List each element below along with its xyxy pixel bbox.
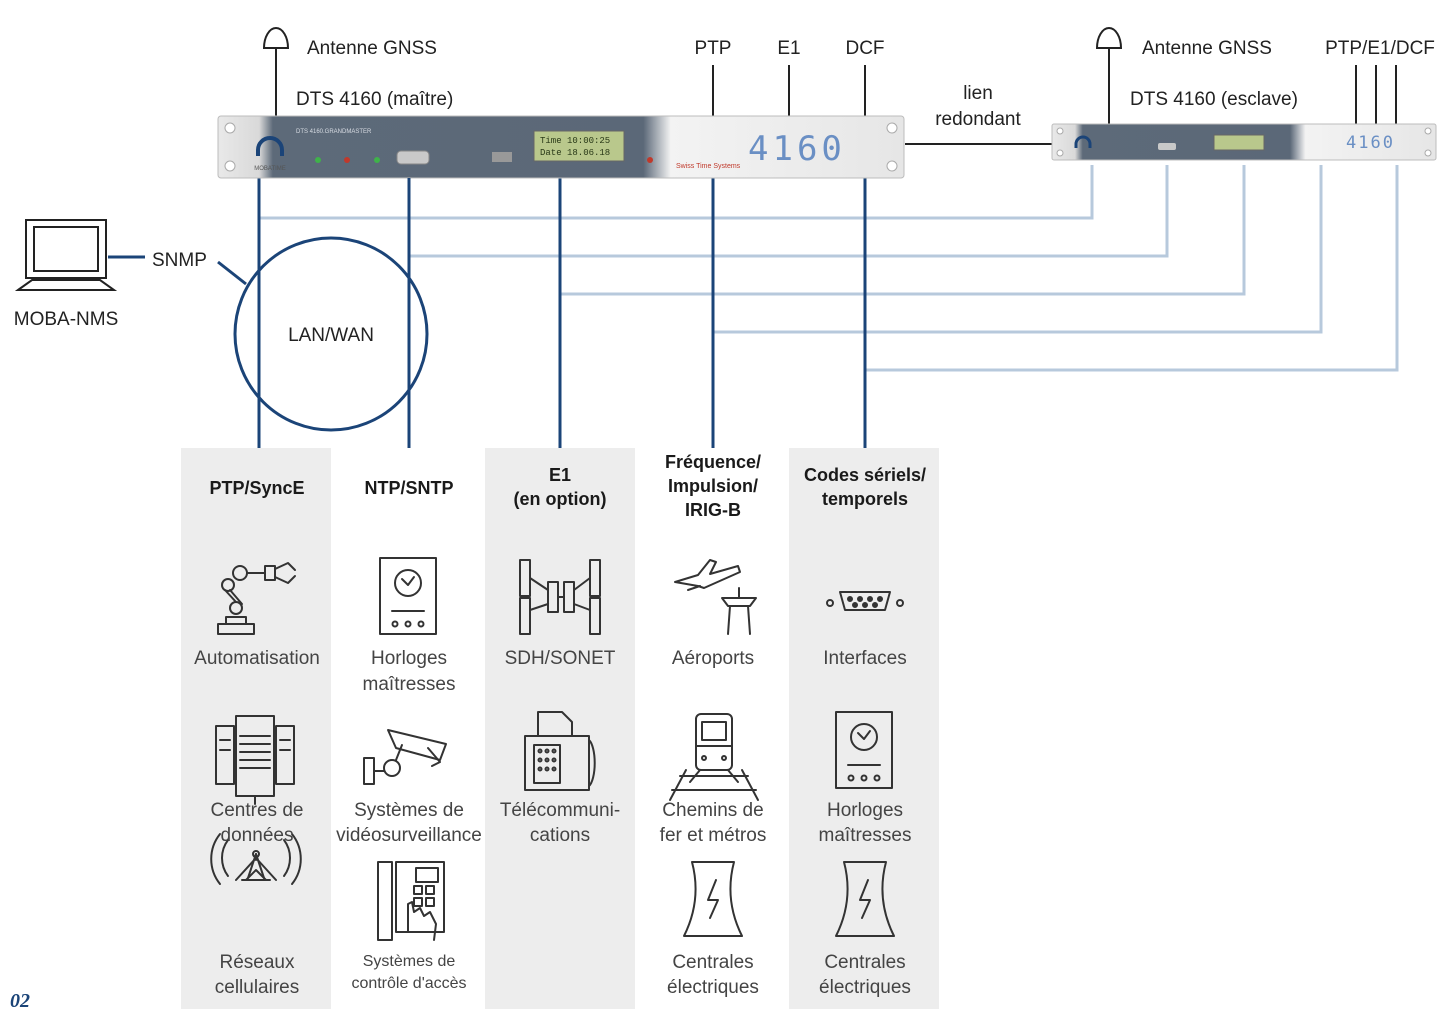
cell-tower-icon: [210, 833, 302, 885]
caption-video-1: Systèmes de: [354, 800, 464, 821]
master-serial-port: [396, 150, 430, 165]
airport-icon: [674, 559, 757, 635]
moba-logo-icon: [256, 136, 284, 156]
caption-horloges2-2: maîtresses: [819, 825, 912, 846]
caption-chemins-1: Chemins de: [662, 800, 763, 821]
signal-lines: [262, 27, 1397, 145]
caption-centres-1: Centres de: [211, 800, 304, 821]
train-icon: [669, 713, 759, 801]
master-clock-icon: [379, 557, 437, 635]
caption-acces-1: Systèmes de: [363, 953, 456, 970]
snmp-label: SNMP: [152, 250, 207, 271]
caption-reseaux-2: cellulaires: [215, 977, 299, 998]
column-header-freq: Fréquence/: [665, 452, 761, 472]
column-backgrounds: [181, 448, 939, 1009]
redundant-lines: [259, 165, 1399, 372]
page-number: 02: [10, 990, 30, 1009]
svg-text:4160: 4160: [1346, 133, 1395, 153]
redundant-link-line1: lien: [963, 83, 993, 104]
port-label-dcf: DCF: [845, 38, 884, 59]
master-clock-icon: [835, 711, 893, 789]
master-panel-text: DTS 4160.GRANDMASTER: [296, 129, 372, 135]
caption-horloges-1: Horloges: [371, 648, 447, 669]
redundant-link-line2: redondant: [935, 109, 1021, 130]
data-center-icon: [215, 715, 295, 805]
telephone-fax-icon: [524, 711, 596, 791]
moba-logo-icon: [1074, 135, 1092, 148]
column-header-serial: Codes sériels/: [804, 465, 926, 485]
caption-chemins-2: fer et métros: [660, 825, 767, 846]
power-plant-icon: [835, 861, 895, 937]
slave-device-label: DTS 4160 (esclave): [1130, 89, 1298, 110]
caption-sdh: SDH/SONET: [505, 648, 616, 669]
slave-device: 4160: [1051, 123, 1437, 161]
robot-arm-icon: [217, 562, 296, 635]
column-bg-ptp: [181, 448, 331, 1009]
caption-centrales-2: électriques: [667, 977, 759, 998]
caption-telecom-2: cations: [530, 825, 590, 846]
master-device-label: DTS 4160 (maître): [296, 89, 453, 110]
column-headers: PTP/SyncE NTP/SNTP E1 (en option) Fréque…: [209, 452, 926, 520]
column-bg-e1: [485, 448, 635, 1009]
master-brand: MOBATIME: [254, 166, 286, 172]
column-header-irig: IRIG-B: [685, 500, 741, 520]
caption-horloges2-1: Horloges: [827, 800, 903, 821]
sdh-sonet-icon: [519, 559, 601, 635]
master-lcd-line1: Time 10:00:25: [540, 136, 610, 146]
caption-telecom-1: Télécommuni-: [500, 800, 620, 821]
caption-video-2: vidéosurveillance: [336, 825, 482, 846]
lan-wan-network: [233, 236, 429, 432]
port-label-e1: E1: [777, 38, 800, 59]
slave-antenna-label: Antenne GNSS: [1142, 38, 1272, 59]
caption-centres-2: données: [221, 825, 294, 846]
monitor-icon: [14, 219, 118, 291]
master-footer: Swiss Time Systems: [676, 163, 741, 170]
caption-centrales-1: Centrales: [672, 952, 753, 973]
caption-centrales2-1: Centrales: [824, 952, 905, 973]
column-header-e1-sub: (en option): [514, 489, 607, 509]
master-display: 4160: [748, 129, 846, 169]
column-header-e1: E1: [549, 465, 571, 485]
port-label-ptp: PTP: [695, 38, 732, 59]
column-header-serial-sub: temporels: [822, 489, 908, 509]
caption-aeroports: Aéroports: [672, 648, 754, 669]
master-lcd-line2: Date 18.06.18: [540, 148, 610, 158]
surveillance-camera-icon: [363, 729, 447, 785]
power-plant-icon: [683, 861, 743, 937]
master-usb-port: [492, 152, 512, 162]
column-bg-serial: [789, 448, 939, 1009]
slave-ports-label: PTP/E1/DCF: [1325, 38, 1435, 59]
item-captions: Automatisation Centres de données Réseau…: [194, 648, 911, 998]
column-header-ntp: NTP/SNTP: [364, 478, 453, 498]
nms-label: MOBA-NMS: [14, 309, 119, 330]
access-control-icon: [377, 861, 445, 941]
caption-interfaces: Interfaces: [823, 648, 906, 669]
lan-wan-label: LAN/WAN: [288, 325, 374, 346]
column-header-ptp: PTP/SyncE: [209, 478, 304, 498]
caption-centrales2-2: électriques: [819, 977, 911, 998]
master-lcd: [533, 130, 625, 162]
caption-automatisation: Automatisation: [194, 648, 320, 669]
master-antenna-label: Antenne GNSS: [307, 38, 437, 59]
master-device: MOBATIME DTS 4160.GRANDMASTER Time 10:00…: [217, 115, 905, 179]
caption-acces-2: contrôle d'accès: [351, 975, 466, 992]
serial-connector-icon: [826, 591, 904, 611]
column-header-pulse: Impulsion/: [668, 476, 758, 496]
caption-horloges-2: maîtresses: [363, 674, 456, 695]
caption-reseaux-1: Réseaux: [220, 952, 295, 973]
